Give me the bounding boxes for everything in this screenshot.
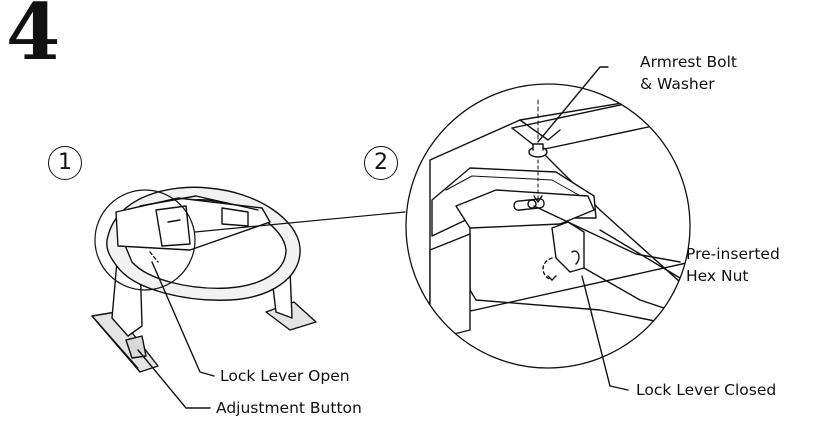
zoom-connector-top	[194, 211, 406, 233]
label-armrest-bolt-line1: Armrest Bolt	[640, 53, 737, 71]
label-hex-nut-line1: Pre-inserted	[686, 245, 780, 263]
leader-armrest-bolt	[537, 66, 609, 143]
label-adjustment-button: Adjustment Button	[216, 399, 362, 417]
substep-1-badge: 1	[48, 146, 82, 180]
label-hex-nut-line2: Hex Nut	[686, 267, 749, 285]
label-lock-lever-closed: Lock Lever Closed	[636, 381, 777, 399]
leader-adjustment-button	[137, 349, 211, 409]
zoom-detail	[429, 87, 690, 341]
label-armrest-bolt-line2: & Washer	[640, 75, 715, 93]
leader-lock-open	[151, 261, 215, 377]
leader-lock-closed	[581, 275, 629, 391]
step-number: 4	[6, 0, 61, 78]
adjustment-button-part	[125, 335, 147, 359]
label-lock-lever-open: Lock Lever Open	[220, 367, 350, 385]
leader-hex-nut	[533, 205, 681, 263]
chair-overview	[91, 186, 317, 373]
substep-2-badge: 2	[364, 146, 398, 180]
